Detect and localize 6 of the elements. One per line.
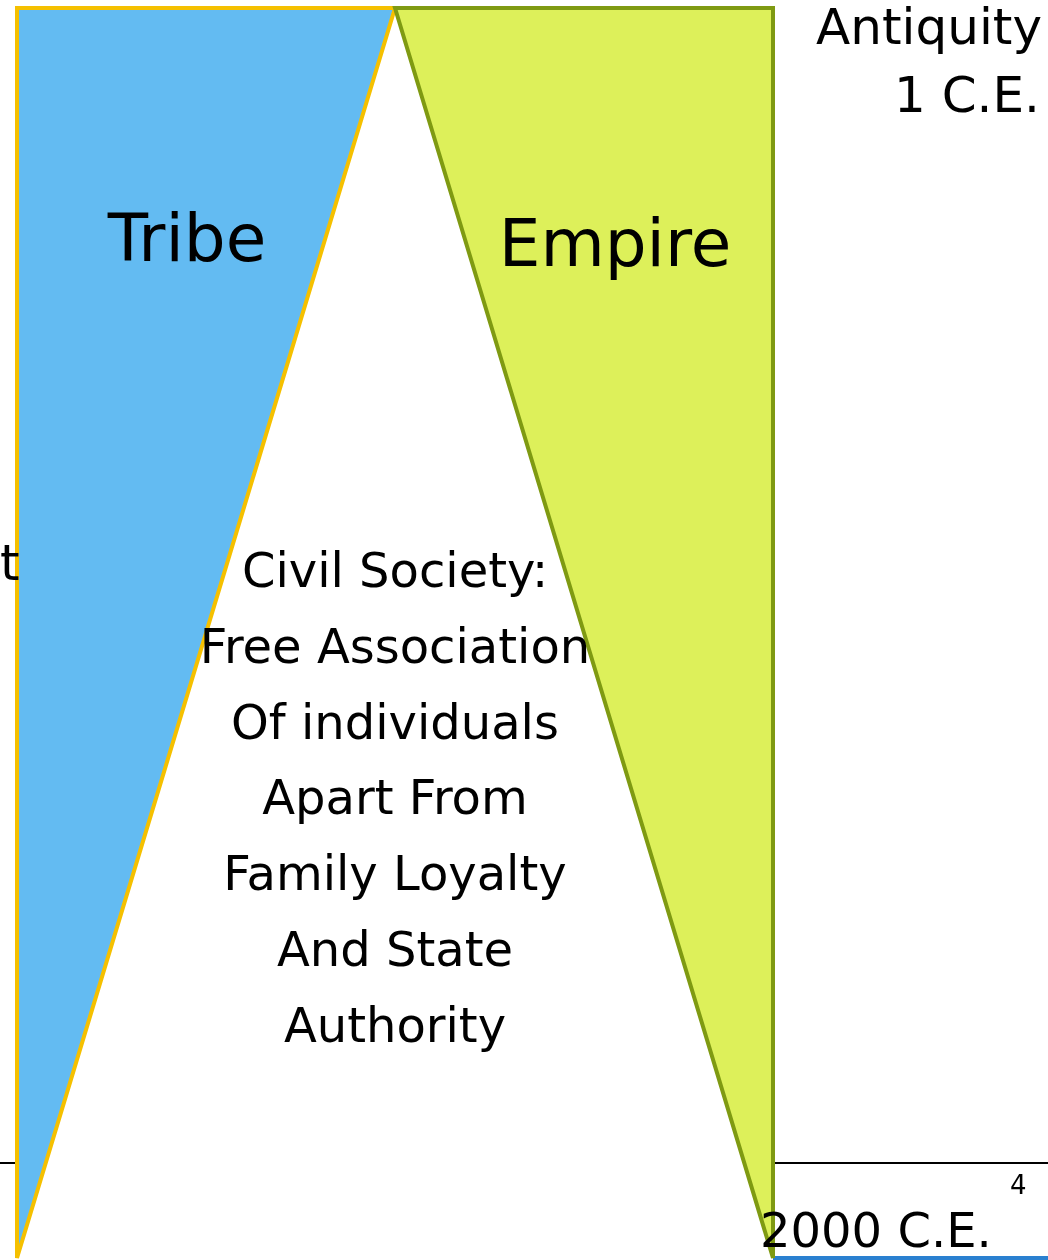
era-label: Antiquity <box>816 2 1042 52</box>
date-label: 1 C.E. <box>894 70 1040 120</box>
heading-text: Tribe <box>106 203 268 276</box>
heading-text: Empire <box>497 208 733 281</box>
body-text: Civil Society: Free Association Of individuals Apart From Family Loyalty And State Authority <box>198 541 592 1055</box>
page-number: 4 <box>1010 1172 1027 1198</box>
